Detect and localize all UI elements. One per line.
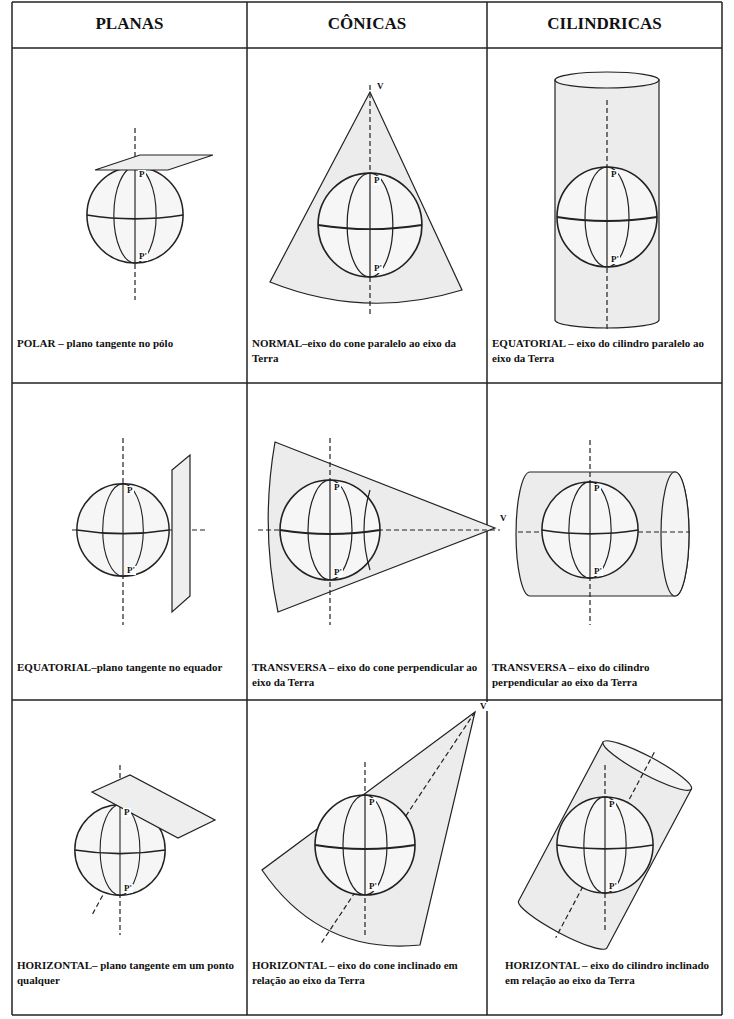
cell-caption: NORMAL–eixo do cone paralelo ao eixo da … [252,336,480,367]
pole-letter: P [368,798,376,807]
pole-letter: P [333,483,341,492]
pole-letter: P' [138,252,148,261]
column-header: CILINDRICAS [487,14,722,34]
cell-caption: TRANSVERSA – eixo do cone perpendicular … [252,660,480,691]
pole-letter: P [126,486,134,495]
pole-letter: P' [373,264,383,273]
pole-letter: P [138,170,146,179]
cell-caption: TRANSVERSA – eixo do cilindro perpendicu… [492,660,714,691]
pole-letter: P' [123,884,133,893]
vertex-letter: V [376,82,385,91]
cell-caption: HORIZONTAL – eixo do cone inclinado em r… [252,958,480,989]
pole-letter: P [608,800,616,809]
column-header: PLANAS [12,14,247,34]
pole-letter: P' [610,255,620,264]
pole-letter: P' [368,882,378,891]
cell-caption: POLAR – plano tangente no pólo [17,336,239,351]
cell-caption: EQUATORIAL – eixo do cilindro paralelo a… [492,336,714,367]
vertex-letter: V [479,702,488,711]
pole-letter: P' [608,882,618,891]
column-header: CÔNICAS [247,14,487,34]
cell-caption: EQUATORIAL–plano tangente no equador [17,660,239,675]
pole-letter: P [123,808,131,817]
pole-letter: P' [333,568,343,577]
pole-letter: P' [593,567,603,576]
pole-letter: P' [126,566,136,575]
pole-letter: P [593,484,601,493]
vertex-letter: V [499,514,508,523]
pole-letter: P [373,176,381,185]
pole-letter: P [610,170,618,179]
cell-caption: HORIZONTAL – eixo do cilindro inclinado … [505,958,710,989]
cell-caption: HORIZONTAL– plano tangente em um ponto q… [17,958,239,989]
